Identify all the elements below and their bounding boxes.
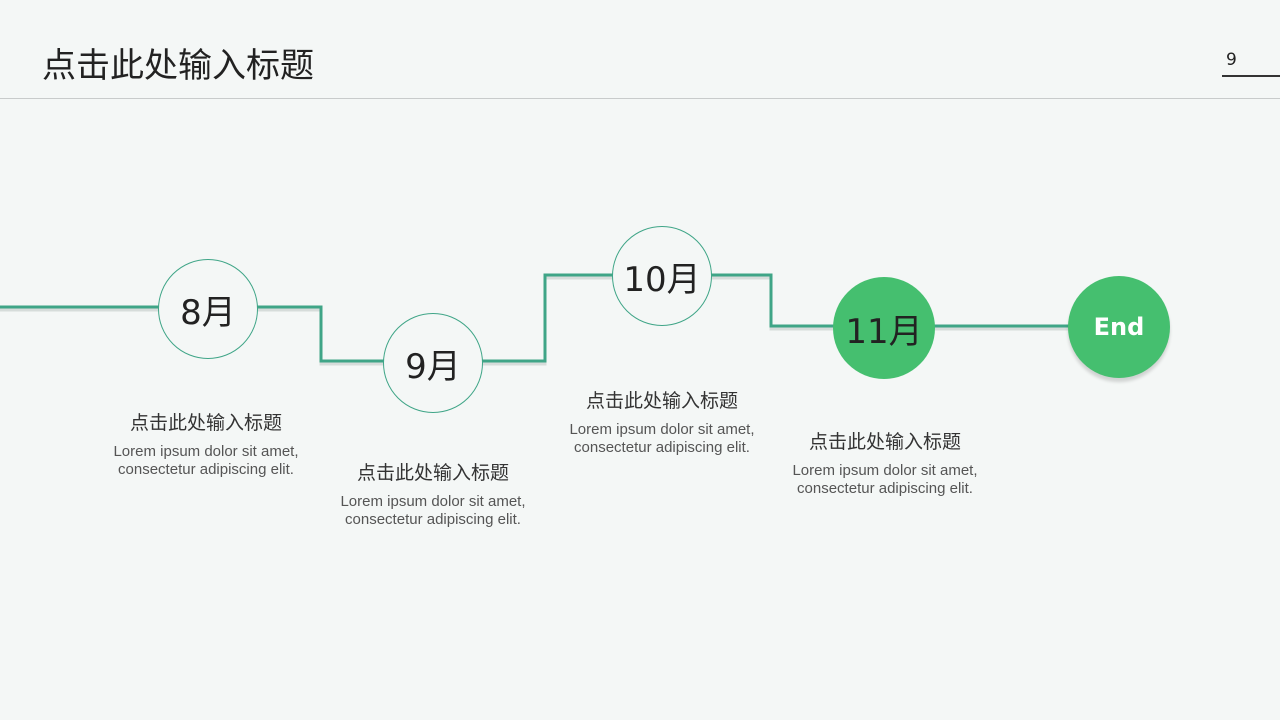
page-number: 9	[1226, 50, 1237, 70]
item-desc-line2: consectetur adipiscing elit.	[118, 461, 294, 478]
item-desc-line1: Lorem ipsum dolor sit amet,	[113, 443, 299, 460]
timeline-text-sep: 点击此处输入标题 Lorem ipsum dolor sit amet, con…	[313, 458, 553, 529]
item-desc-line2: consectetur adipiscing elit.	[345, 511, 521, 528]
timeline-node-sep: 9月	[383, 313, 483, 413]
item-title: 点击此处输入标题	[585, 390, 738, 412]
item-title: 点击此处输入标题	[356, 462, 509, 484]
timeline-node-aug: 8月	[158, 259, 258, 359]
page-title: 点击此处输入标题	[42, 46, 314, 86]
timeline-end-node: End	[1068, 276, 1170, 378]
timeline-text-aug: 点击此处输入标题 Lorem ipsum dolor sit amet, con…	[86, 408, 326, 479]
timeline-node-nov: 11月	[833, 277, 935, 379]
item-title: 点击此处输入标题	[129, 412, 282, 434]
timeline-text-oct: 点击此处输入标题 Lorem ipsum dolor sit amet, con…	[542, 386, 782, 457]
header-divider	[0, 98, 1280, 99]
item-desc-line1: Lorem ipsum dolor sit amet,	[569, 421, 755, 438]
timeline-node-oct: 10月	[612, 226, 712, 326]
item-desc-line2: consectetur adipiscing elit.	[574, 439, 750, 456]
timeline-text-nov: 点击此处输入标题 Lorem ipsum dolor sit amet, con…	[765, 427, 1005, 498]
item-desc-line1: Lorem ipsum dolor sit amet,	[792, 462, 978, 479]
page-number-underline	[1222, 75, 1280, 77]
item-desc-line1: Lorem ipsum dolor sit amet,	[340, 493, 526, 510]
item-desc-line2: consectetur adipiscing elit.	[797, 480, 973, 497]
item-title: 点击此处输入标题	[808, 431, 961, 453]
